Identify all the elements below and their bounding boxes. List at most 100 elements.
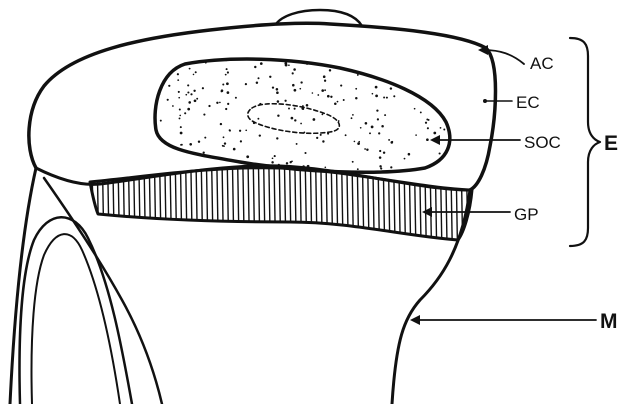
soc-stipple-dot (425, 122, 427, 124)
soc-stipple-dot (259, 134, 261, 136)
soc-stipple-dot (440, 53, 442, 55)
soc-stipple-dot (404, 158, 406, 160)
arrowhead-m (410, 315, 420, 325)
soc-stipple-dot (294, 108, 296, 110)
soc-stipple-dot (294, 89, 297, 92)
soc-stipple-dot (193, 90, 195, 92)
soc-stipple-dot (451, 112, 454, 115)
soc-stipple-dot (177, 79, 179, 81)
growth-plate-hatch-line (108, 160, 110, 250)
growth-plate-hatch-line (238, 160, 240, 250)
soc-stipple-dot (276, 88, 279, 91)
soc-stipple-dot (354, 141, 356, 143)
soc-stipple-dot (355, 88, 357, 90)
soc-stipple-dot (429, 67, 431, 69)
soc-stipple-dot (292, 72, 294, 74)
soc-stipple-dot (181, 144, 183, 146)
growth-plate-hatch-line (118, 160, 120, 250)
growth-plate-hatch-line (186, 160, 188, 250)
soc-stipple-dot (434, 57, 437, 60)
soc-stipple-dot (189, 143, 192, 146)
label-gp: GP (514, 205, 539, 224)
soc-stipple-dot (195, 71, 197, 73)
soc-stipple-dot (371, 126, 374, 129)
soc-stipple-dot (393, 95, 395, 97)
soc-stipple-dot (345, 134, 347, 136)
soc-stipple-dot (220, 123, 222, 125)
soc-stipple-dot (300, 123, 302, 125)
label-ac: AC (530, 54, 554, 73)
soc-stipple-dot (167, 99, 169, 101)
growth-plate-hatch-line (128, 160, 130, 250)
growth-plate-hatch-line (310, 160, 312, 250)
growth-plate-hatch-line (232, 160, 234, 250)
soc-stipple-dot (352, 114, 354, 116)
soc-stipple-dot (352, 161, 354, 163)
soc-stipple-dot (451, 108, 453, 110)
growth-plate-hatch-line (134, 160, 136, 250)
soc-stipple-dot (152, 81, 155, 84)
soc-stipple-dot (227, 71, 229, 73)
soc-stipple-dot (226, 82, 229, 85)
soc-stipple-dot (293, 68, 296, 71)
growth-plate-hatch-line (409, 160, 411, 250)
soc-stipple-dot (271, 161, 273, 163)
soc-stipple-dot (202, 87, 204, 89)
soc-stipple-dot (219, 102, 221, 104)
soc-stipple-dot (443, 129, 445, 131)
growth-plate-hatch-line (248, 160, 250, 250)
soc-stipple-dot (205, 62, 207, 64)
growth-plate-hatch-line (316, 160, 318, 250)
growth-plate-hatch-line (399, 160, 401, 250)
soc-stipple-dot (379, 165, 381, 167)
soc-stipple-dot (446, 63, 449, 66)
growth-plate-hatch-line (456, 160, 458, 250)
arrowhead-soc (430, 135, 440, 145)
soc-stipple-dot (175, 162, 177, 164)
growth-plate-hatch-line (253, 160, 255, 250)
soc-stipple-dot (316, 137, 318, 139)
soc-stipple-dot (277, 114, 279, 116)
soc-stipple-dot (272, 157, 274, 159)
soc-stipple-dot (152, 78, 154, 80)
soc-stipple-dot (203, 114, 205, 116)
soc-stipple-dot (428, 119, 430, 121)
growth-plate-hatch-line (113, 160, 115, 250)
soc-stipple-dot (175, 168, 177, 170)
soc-stipple-dot (351, 117, 353, 119)
soc-stipple-dot (377, 118, 379, 120)
soc-stipple-dot (222, 83, 224, 85)
soc-stipple-dot (184, 112, 186, 114)
soc-stipple-dot (321, 113, 323, 115)
soc-stipple-dot (284, 62, 287, 65)
soc-stipple-dot (380, 56, 382, 58)
soc-stipple-dot (322, 140, 324, 142)
soc-stipple-dot (425, 66, 427, 68)
soc-stipple-dot (152, 130, 154, 132)
soc-stipple-dot (294, 119, 296, 121)
soc-stipple-dot (390, 87, 392, 89)
soc-stipple-dot (388, 139, 390, 141)
soc-stipple-dot (445, 168, 448, 171)
growth-plate-hatch-line (97, 160, 99, 250)
soc-stipple-dot (235, 97, 237, 99)
soc-stipple-dot (166, 169, 169, 172)
growth-plate (90, 160, 473, 250)
growth-plate-hatch-line (446, 160, 448, 250)
soc-stipple-dot (300, 81, 302, 83)
soc-stipple-dot (204, 137, 206, 139)
soc-stipple-dot (366, 148, 368, 150)
soc-stipple-dot (187, 91, 189, 93)
soc-stipple-dot (386, 97, 388, 99)
soc-stipple-dot (193, 74, 195, 76)
soc-stipple-dot (440, 127, 442, 129)
shaft-inner-loop-inner (32, 234, 121, 404)
label-m: M (600, 310, 618, 333)
arrowhead-gp (422, 207, 432, 217)
growth-plate-hatch-line (305, 160, 307, 250)
soc-stipple-dot (176, 55, 178, 57)
soc-stipple-dot (355, 97, 357, 99)
soc-stipple-dot (274, 155, 276, 157)
soc-stipple-dot (258, 77, 260, 79)
soc-stipple-dot (227, 103, 229, 105)
